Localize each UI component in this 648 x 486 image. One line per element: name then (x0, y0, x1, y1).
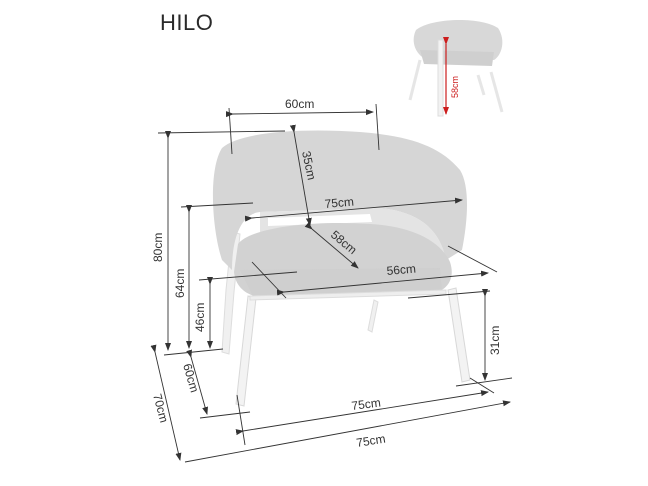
label-backrest-height: 35cm (299, 150, 319, 182)
label-total-width: 75cm (355, 432, 386, 450)
label-armrest-width: 75cm (324, 194, 354, 211)
inset-rear-view: 58cm (408, 19, 504, 117)
label-backrest-width: 60cm (285, 97, 314, 111)
inset-label-58cm: 58cm (450, 76, 460, 98)
chair-illustration (212, 130, 471, 407)
dimension-lines (150, 103, 513, 463)
label-leg-width: 75cm (351, 396, 382, 413)
label-leg-height: 31cm (488, 326, 502, 355)
label-total-height: 80cm (151, 233, 165, 262)
label-total-depth: 70cm (150, 392, 171, 424)
label-armrest-height: 64cm (173, 269, 187, 298)
label-seat-height: 46cm (193, 303, 207, 332)
label-seat-width: 56cm (386, 261, 416, 278)
label-leg-depth: 60cm (180, 362, 202, 394)
product-title: HILO (160, 10, 214, 35)
